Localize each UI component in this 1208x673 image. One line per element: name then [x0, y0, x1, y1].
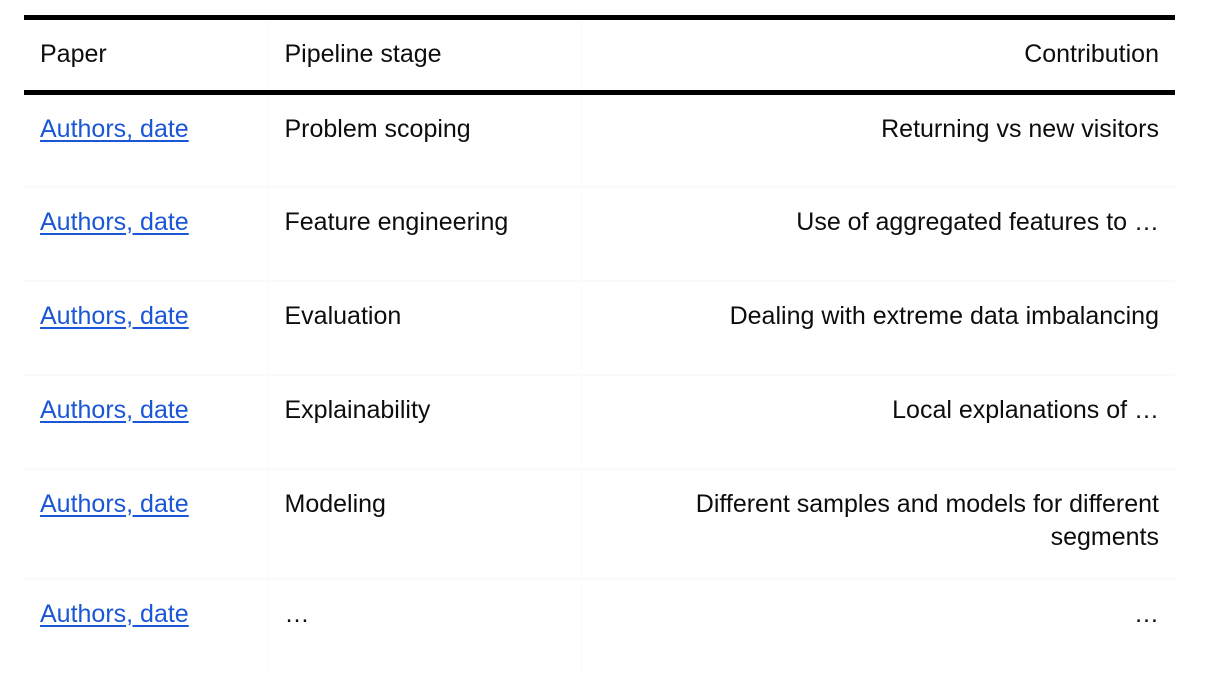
paper-link[interactable]: Authors, date	[40, 301, 189, 330]
paper-link[interactable]: Authors, date	[40, 395, 189, 424]
table-header-row: Paper Pipeline stage Contribution	[24, 17, 1175, 95]
table-row: Authors, date Evaluation Dealing with ex…	[24, 280, 1175, 376]
table-row: Authors, date Problem scoping Returning …	[24, 92, 1175, 188]
cell-pipeline-stage: Problem scoping	[268, 92, 582, 188]
paper-link[interactable]: Authors, date	[40, 599, 189, 628]
contribution-text: Use of aggregated features to …	[796, 207, 1159, 236]
cell-paper: Authors, date	[24, 280, 269, 376]
pipeline-stage-text: Problem scoping	[284, 115, 471, 143]
cell-pipeline-stage: Modeling	[268, 468, 582, 580]
table-row: Authors, date Explainability Local expla…	[24, 374, 1175, 470]
cell-paper: Authors, date	[24, 468, 269, 580]
cell-paper: Authors, date	[24, 374, 269, 470]
pipeline-stage-text: Feature engineering	[284, 207, 509, 236]
cell-contribution: Use of aggregated features to …	[581, 186, 1175, 282]
cell-paper: Authors, date	[24, 186, 269, 282]
cell-paper: Authors, date	[24, 92, 269, 188]
cell-contribution: Local explanations of …	[581, 374, 1175, 470]
table-header: Paper Pipeline stage Contribution	[24, 17, 1175, 95]
contribution-text: Local explanations of …	[892, 395, 1159, 424]
cell-paper: Authors, date	[24, 578, 269, 673]
table-body: Authors, date Problem scoping Returning …	[24, 92, 1175, 673]
literature-table: Paper Pipeline stage Contribution Author…	[24, 15, 1175, 673]
table-row: Authors, date Feature engineering Use of…	[24, 186, 1175, 282]
pipeline-stage-text: Modeling	[284, 489, 386, 518]
cell-contribution: Returning vs new visitors	[581, 92, 1175, 188]
paper-link[interactable]: Authors, date	[40, 207, 189, 236]
contribution-text: Different samples and models for differe…	[695, 489, 1159, 552]
table-row: Authors, date Modeling Different samples…	[24, 468, 1175, 580]
pipeline-stage-text: …	[284, 599, 310, 628]
table-row: Authors, date … …	[24, 578, 1175, 673]
contribution-text: …	[1134, 599, 1159, 628]
column-header-paper: Paper	[24, 17, 269, 95]
contribution-text: Dealing with extreme data imbalancing	[729, 301, 1159, 330]
cell-contribution: Dealing with extreme data imbalancing	[581, 280, 1175, 376]
cell-pipeline-stage: Explainability	[268, 374, 582, 470]
cell-pipeline-stage: Evaluation	[268, 280, 582, 376]
column-header-contribution: Contribution	[581, 17, 1175, 95]
paper-link[interactable]: Authors, date	[40, 115, 189, 143]
column-header-pipeline-stage: Pipeline stage	[268, 17, 582, 95]
paper-link[interactable]: Authors, date	[40, 489, 189, 518]
cell-pipeline-stage: …	[268, 578, 582, 673]
cell-pipeline-stage: Feature engineering	[268, 186, 582, 282]
pipeline-stage-text: Evaluation	[284, 301, 402, 330]
contribution-text: Returning vs new visitors	[881, 115, 1159, 143]
cell-contribution: …	[581, 579, 1175, 673]
pipeline-stage-text: Explainability	[284, 395, 431, 424]
cell-contribution: Different samples and models for differe…	[581, 468, 1175, 580]
